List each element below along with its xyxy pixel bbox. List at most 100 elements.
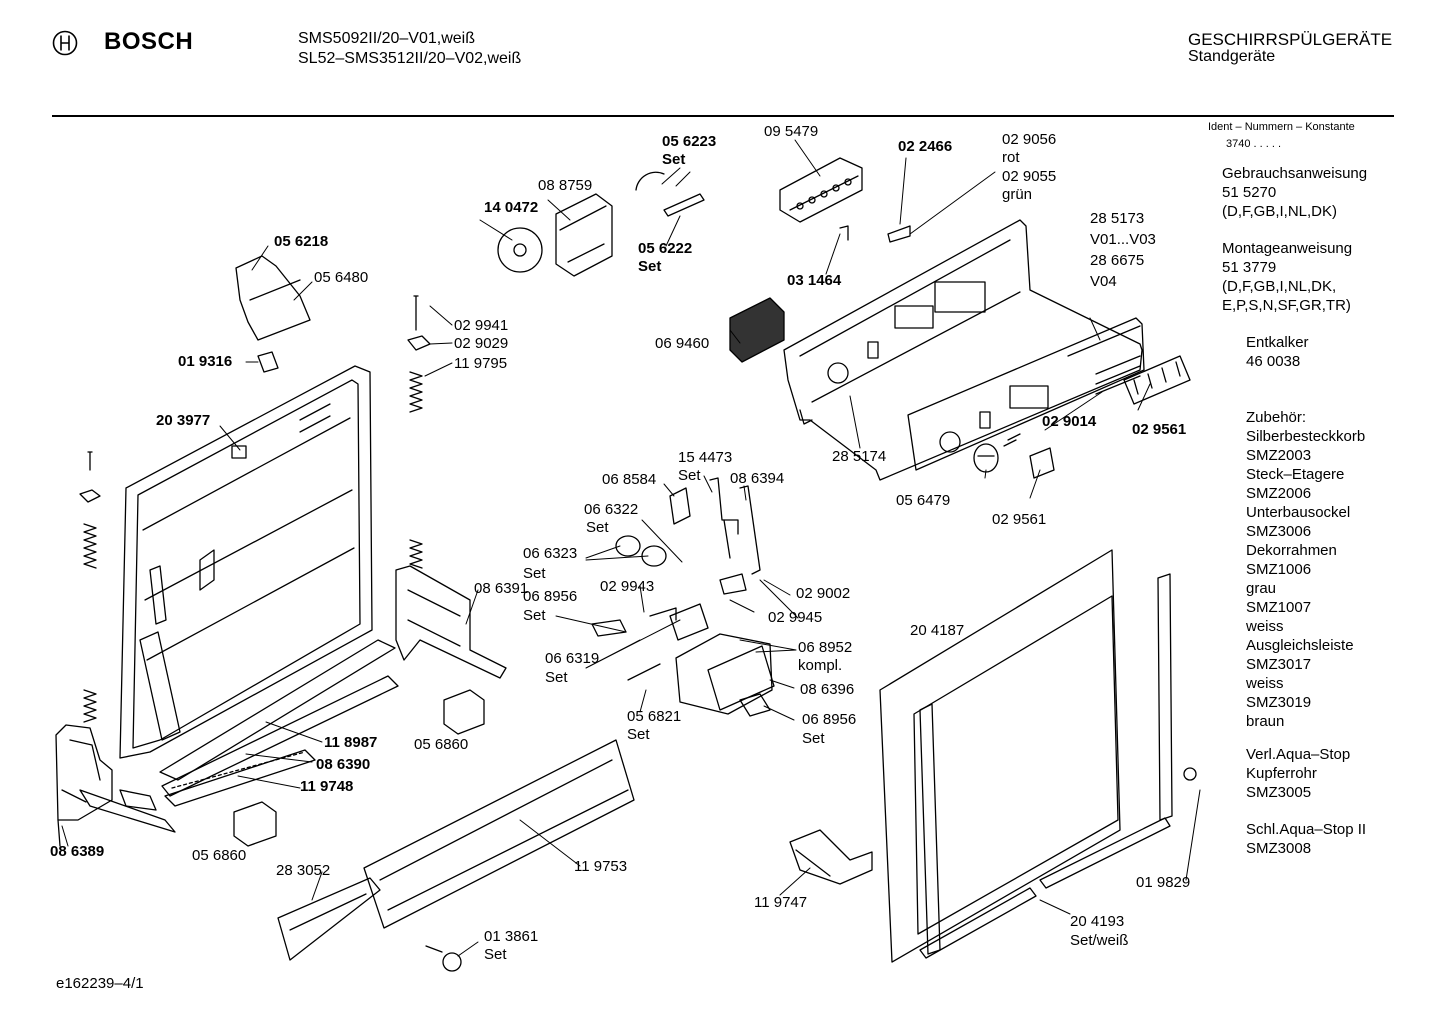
side-info-line: SMZ3006: [1246, 523, 1312, 540]
side-info-line: Steck–Etagere: [1246, 466, 1345, 483]
part-label-p066319: 06 6319: [545, 650, 600, 667]
door-bracket: [790, 830, 872, 884]
part-label-p203977: 20 3977: [156, 412, 211, 429]
part-label-p283052: 28 3052: [276, 862, 331, 879]
part-label-p086389: 08 6389: [50, 843, 105, 860]
side-info-line: Silberbesteckkorb: [1246, 428, 1366, 445]
bracket-assembly: [236, 256, 310, 372]
part-label-p068956as: Set: [523, 607, 546, 624]
part-label-p204193s: Set/weiß: [1070, 932, 1129, 949]
part-label-p013861: 01 3861: [484, 928, 539, 945]
side-info-line: (D,F,GB,I,NL,DK,: [1222, 278, 1337, 295]
part-label-p066322: 06 6322: [584, 501, 639, 518]
part-label-p119748: 11 9748: [300, 778, 354, 795]
part-label-p022466: 02 2466: [898, 138, 953, 155]
bosch-armature-icon: [52, 30, 78, 56]
part-label-p119753: 11 9753: [574, 858, 628, 875]
part-label-p086391: 08 6391: [474, 580, 529, 597]
part-label-p029055g: grün: [1002, 186, 1033, 203]
part-label-p056860a: 05 6860: [414, 736, 469, 753]
part-label-p029561a: 02 9561: [1132, 421, 1187, 438]
part-label-p029055: 02 9055: [1002, 168, 1057, 185]
side-info-line: SMZ3017: [1246, 656, 1312, 673]
part-label-p154473: 15 4473: [678, 449, 733, 466]
part-label-p068952: 06 8952: [798, 639, 853, 656]
part-label-p056479: 05 6479: [896, 492, 951, 509]
part-label-p068952k: kompl.: [798, 657, 843, 674]
side-info-line: SMZ2003: [1246, 447, 1312, 464]
part-label-p095479: 09 5479: [764, 123, 819, 140]
side-info-line: SMZ2006: [1246, 485, 1312, 502]
part-label-p029941: 02 9941: [454, 317, 509, 334]
part-label-p029945: 02 9945: [768, 609, 823, 626]
brand-name: BOSCH: [104, 28, 194, 55]
side-info-line: Entkalker: [1246, 334, 1309, 351]
product-category: GESCHIRRSPÜLGERÄTE: [1188, 30, 1393, 49]
drawing-id: e162239–4/1: [56, 975, 144, 992]
side-info-line: SMZ3008: [1246, 840, 1312, 857]
product-subcategory: Standgeräte: [1188, 48, 1276, 65]
part-label-p204187: 20 4187: [910, 622, 965, 639]
part-label-p029056r: rot: [1002, 149, 1020, 166]
side-info-line: Montageanweisung: [1222, 240, 1353, 257]
side-info-line: weiss: [1246, 618, 1284, 635]
side-info-line: SMZ1006: [1246, 561, 1312, 578]
side-info-line: SMZ1007: [1246, 599, 1312, 616]
part-label-p086396: 08 6396: [800, 681, 855, 698]
switch-block: [730, 298, 784, 362]
part-label-p086390: 08 6390: [316, 756, 371, 773]
part-label-p056222s: Set: [638, 258, 662, 275]
spring-right: [408, 296, 430, 568]
part-label-p013861s: Set: [484, 946, 507, 963]
side-info-block: Schl.Aqua–Stop II SMZ3008: [1246, 820, 1366, 858]
side-info-line: 46 0038: [1246, 353, 1301, 370]
part-label-p066319s: Set: [545, 669, 568, 686]
lock-parts: [636, 172, 910, 242]
part-label-p056223: 05 6223: [662, 133, 717, 150]
part-label-p029029: 02 9029: [454, 335, 509, 352]
inner-door-panel: [120, 366, 372, 758]
part-label-p154473s: Set: [678, 467, 701, 484]
button-keys: [1004, 356, 1190, 478]
side-info-line: Schl.Aqua–Stop II: [1246, 821, 1367, 838]
side-info-block: Entkalker 46 0038: [1246, 333, 1309, 371]
side-info-line: Unterbausockel: [1246, 504, 1351, 521]
fascia-panel: [908, 318, 1144, 470]
outer-door-panel: [880, 550, 1120, 962]
part-label-p019829: 01 9829: [1136, 874, 1191, 891]
part-label-p069460: 06 9460: [655, 335, 710, 352]
part-label-pV04: V04: [1090, 273, 1117, 290]
part-label-p285173: 28 5173: [1090, 210, 1145, 227]
side-info-line: grau: [1246, 580, 1277, 597]
bottom-rail-parts: [140, 632, 398, 806]
side-info-line: (D,F,GB,I,NL,DK): [1222, 203, 1338, 220]
part-label-p029002: 02 9002: [796, 585, 851, 602]
part-label-p029943: 02 9943: [600, 578, 655, 595]
part-label-p056223s: Set: [662, 151, 686, 168]
control-panel: [784, 220, 1142, 480]
part-label-p019316: 01 9316: [178, 353, 233, 370]
leader-lines: [62, 140, 1200, 956]
header-divider: [52, 115, 1394, 117]
side-info-line: weiss: [1246, 675, 1284, 692]
ident-header-value: 3740 . . . . .: [1226, 138, 1282, 150]
side-info-line: 51 3779: [1222, 259, 1277, 276]
side-info-line: Ausgleichsleiste: [1246, 637, 1354, 654]
part-label-p119747: 11 9747: [754, 894, 808, 911]
part-label-p029056: 02 9056: [1002, 131, 1057, 148]
part-label-p029561b: 02 9561: [992, 511, 1047, 528]
part-label-p056222: 05 6222: [638, 240, 693, 257]
knob: [974, 444, 998, 472]
ident-header-label: Ident – Nummern – Konstante: [1208, 121, 1355, 133]
part-label-p118987: 11 8987: [324, 734, 378, 751]
side-info-line: SMZ3005: [1246, 784, 1312, 801]
door-lock-assembly: [628, 604, 774, 716]
part-label-p086394: 08 6394: [730, 470, 785, 487]
part-label-p285174: 28 5174: [832, 448, 887, 465]
left-hinge-assembly: [56, 725, 175, 846]
kick-plate: [278, 740, 634, 960]
